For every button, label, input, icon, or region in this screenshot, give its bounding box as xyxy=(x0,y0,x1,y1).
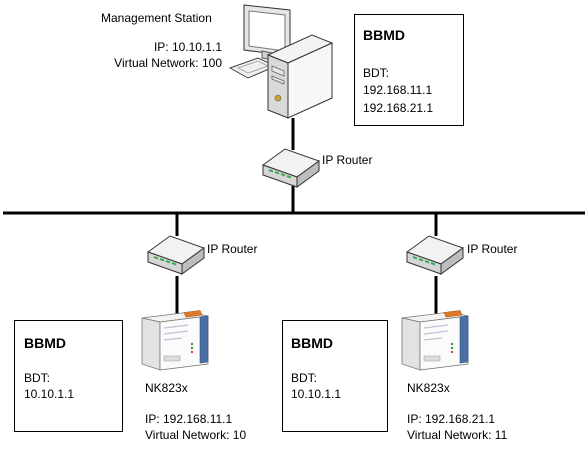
bbmd-title: BBMD xyxy=(363,27,405,43)
device-virtual-network-right: Virtual Network: 11 xyxy=(407,428,508,442)
device-name-left: NK823x xyxy=(145,381,188,395)
router-icon xyxy=(405,235,465,275)
bbmd-box-top: BBMD BDT: 192.168.11.1 192.168.21.1 xyxy=(354,14,464,126)
station-virtual-network: Virtual Network: 100 xyxy=(114,56,222,70)
station-ip: IP: 10.10.1.1 xyxy=(153,40,222,54)
controller-device-icon xyxy=(401,310,469,371)
bbmd-title: BBMD xyxy=(24,335,66,351)
computer-icon xyxy=(228,4,334,119)
router-label-right: IP Router xyxy=(467,242,518,256)
router-label-left: IP Router xyxy=(207,242,258,256)
router-icon xyxy=(261,148,321,188)
device-virtual-network-left: Virtual Network: 10 xyxy=(145,428,247,442)
bdt-entry: 192.168.11.1 xyxy=(363,83,433,97)
bdt-entry: 10.10.1.1 xyxy=(291,387,342,401)
device-ip-right: IP: 192.168.21.1 xyxy=(407,412,496,426)
bdt-entry: 10.10.1.1 xyxy=(24,387,75,401)
bdt-entry: 192.168.21.1 xyxy=(363,101,434,115)
bbmd-title: BBMD xyxy=(291,335,333,351)
router-icon xyxy=(146,235,206,275)
controller-device-icon xyxy=(141,310,209,371)
bdt-label: BDT: xyxy=(24,371,51,385)
router-label-top: IP Router xyxy=(322,153,373,167)
bdt-label: BDT: xyxy=(291,371,318,385)
bbmd-box-right: BBMD BDT: 10.10.1.1 xyxy=(282,320,388,432)
bbmd-box-left: BBMD BDT: 10.10.1.1 xyxy=(14,320,123,432)
bdt-label: BDT: xyxy=(363,66,390,80)
station-title: Management Station xyxy=(101,11,212,25)
device-ip-left: IP: 192.168.11.1 xyxy=(145,412,233,426)
device-name-right: NK823x xyxy=(407,381,450,395)
